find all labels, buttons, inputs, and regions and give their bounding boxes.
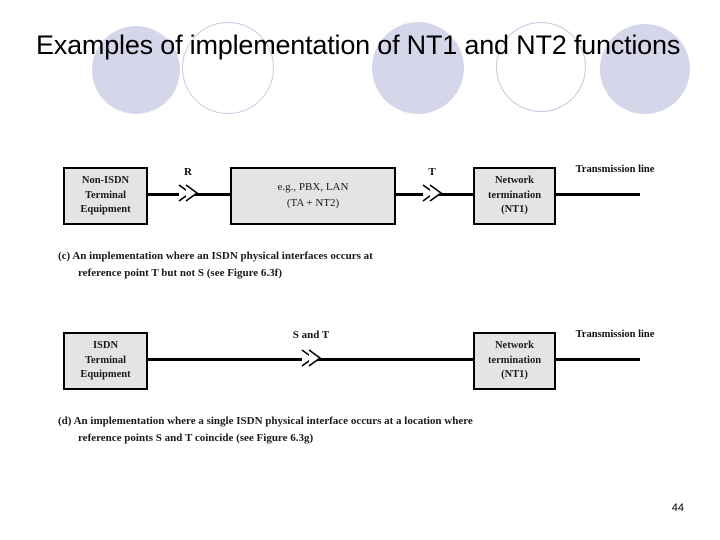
box-line-1: Network (494, 339, 535, 351)
chevron-icon-s-and-t (299, 346, 325, 370)
diagram-d: ISDN Terminal Equipment Network terminat… (0, 315, 720, 465)
box-line-1: e.g., PBX, LAN (277, 181, 349, 194)
box-non-isdn-terminal-equipment: Non-ISDN Terminal Equipment (63, 167, 148, 225)
box-line-3: Equipment (80, 204, 131, 216)
caption-line-1: (d) An implementation where a single ISD… (58, 415, 473, 427)
transmission-line-word-1: Transmission (575, 164, 636, 175)
box-network-termination-nt1: Network termination (NT1) (473, 332, 556, 390)
caption-line-1: (c) An implementation where an ISDN phys… (58, 250, 373, 262)
box-pbx-lan-ta-nt2: e.g., PBX, LAN (TA + NT2) (230, 167, 396, 225)
transmission-line-word-2: line (638, 329, 655, 340)
box-line-2: termination (487, 354, 542, 366)
box-line-2: termination (487, 189, 542, 201)
box-line-2: (TA + NT2) (286, 197, 340, 209)
transmission-line-label-c: Transmission line (560, 163, 670, 177)
box-line-2: Terminal (84, 189, 127, 201)
link-nt1-to-transmission-line (554, 358, 640, 361)
box-line-1: Network (494, 174, 535, 186)
diagram-c: Non-ISDN Terminal Equipment e.g., PBX, L… (0, 150, 720, 295)
caption-line-2: reference points S and T coincide (see F… (78, 432, 314, 445)
figure-region: Non-ISDN Terminal Equipment e.g., PBX, L… (0, 140, 720, 470)
box-isdn-terminal-equipment: ISDN Terminal Equipment (63, 332, 148, 390)
reference-point-s-and-t-label: S and T (292, 329, 330, 341)
box-line-3: (NT1) (501, 369, 528, 381)
box-line-2: Terminal (84, 354, 127, 366)
box-line-1: ISDN (92, 339, 119, 351)
link-nt1-to-transmission-line (554, 193, 640, 196)
chevron-icon-r (176, 181, 202, 205)
figure-caption-c: (c) An implementation where an ISDN phys… (58, 248, 678, 282)
chevron-icon-t (420, 181, 446, 205)
page-number: 44 (671, 502, 684, 514)
box-network-termination-nt1: Network termination (NT1) (473, 167, 556, 225)
reference-point-t-label: T (428, 166, 436, 178)
caption-line-2: reference point T but not S (see Figure … (78, 267, 282, 280)
figure-caption-d: (d) An implementation where a single ISD… (58, 413, 698, 447)
box-line-3: Equipment (80, 369, 131, 381)
box-line-3: (NT1) (501, 204, 528, 216)
transmission-line-label-d: Transmission line (560, 328, 670, 342)
title-decoration-layer (0, 0, 720, 140)
box-line-1: Non-ISDN (81, 174, 130, 186)
slide-title: Examples of implementation of NT1 and NT… (36, 30, 681, 60)
reference-point-r-label: R (184, 166, 192, 178)
transmission-line-word-2: line (638, 164, 655, 175)
transmission-line-word-1: Transmission (575, 329, 636, 340)
